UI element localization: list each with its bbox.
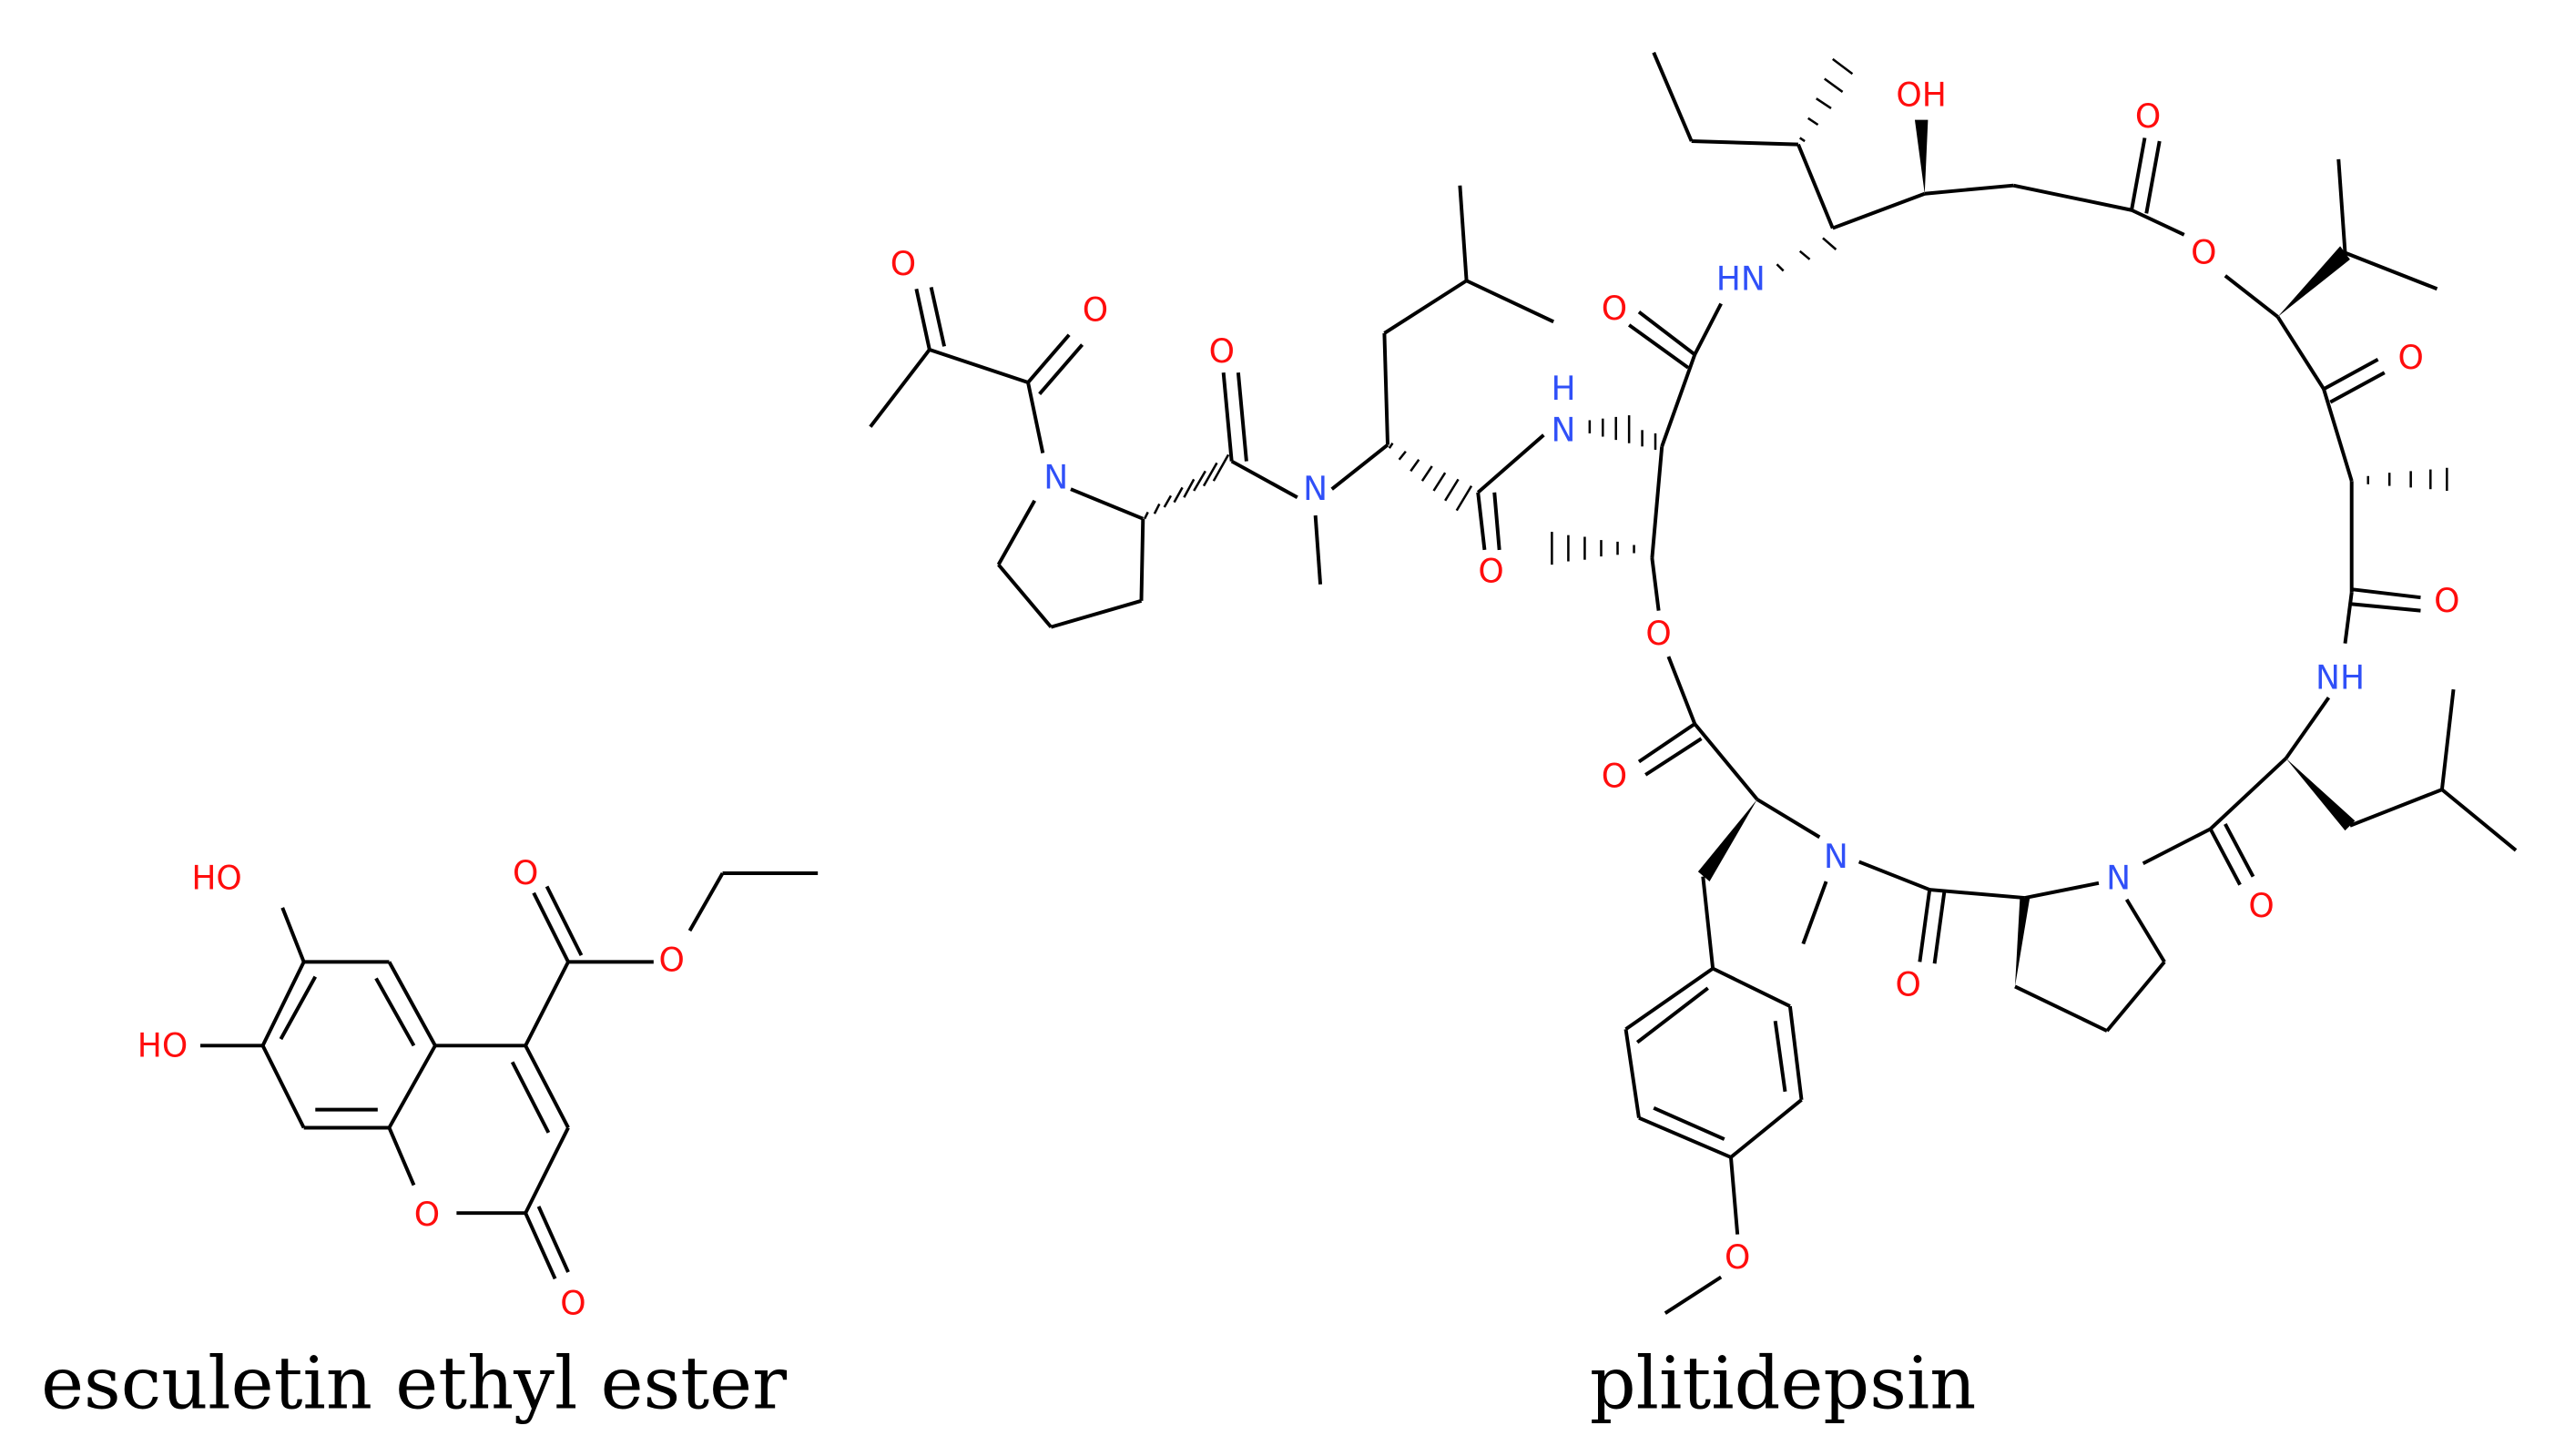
atom-label: O [1602,758,1627,796]
hashed-bond [2366,467,2448,492]
atom-label: H [1551,370,1575,408]
caption-plitidepsin: plitidepsin [1590,1341,1977,1426]
atom-label: O [2434,582,2459,620]
atom-label: O [658,942,684,980]
atom-label: O [2191,234,2216,272]
atom-label: OH [1896,76,1946,115]
hashed-bond [1551,532,1635,565]
atom-label: O [1209,332,1235,371]
atom-label: NH [2315,659,2365,697]
atom-label: N [1043,459,1068,497]
atom-label: O [2397,339,2423,377]
hashed-bond [1143,453,1230,520]
atom-label: O [513,854,538,892]
atom-label: O [1083,291,1108,330]
esculetin-ethyl-ester-structure: HO HO O O O O [137,854,819,1322]
atom-label: N [1552,411,1576,449]
atom-label: N [1303,470,1328,508]
atom-label: O [2135,97,2161,136]
atom-label: O [891,245,916,283]
atom-label: HN [1716,260,1766,298]
atom-label: O [560,1284,585,1322]
atom-label: O [1896,966,1921,1004]
atom-label: HO [137,1026,188,1064]
caption-esculetin-ethyl-ester: esculetin ethyl ester [41,1341,787,1426]
hashed-bond [1588,415,1657,450]
atom-label: O [414,1196,440,1234]
atom-label: HO [191,859,241,897]
atom-label: O [2248,887,2274,925]
atom-label: O [1602,290,1627,328]
atom-label: N [2106,859,2131,897]
plitidepsin-structure: O O N O N H N O O HN OH O O O O NH O N O… [869,51,2518,1315]
atom-label: O [1645,615,1671,653]
hashed-bond [1388,443,1473,512]
atom-label: O [1478,552,1503,590]
atom-label: N [1824,838,1848,876]
atom-label: O [1725,1238,1750,1277]
hashed-bond [1776,237,1837,272]
hashed-bond [1799,57,1854,143]
